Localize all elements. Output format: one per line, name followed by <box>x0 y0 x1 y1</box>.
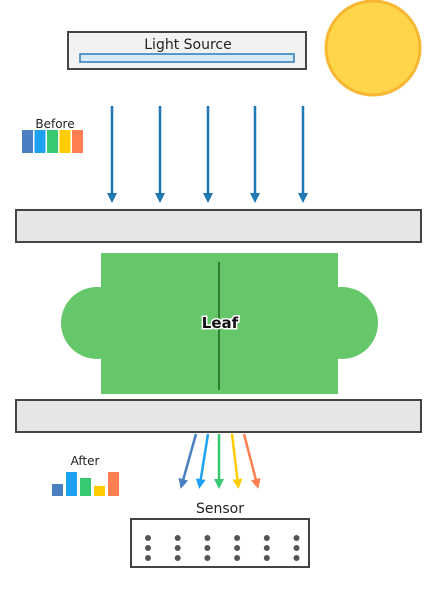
leaf-label: Leaf <box>202 314 239 332</box>
sensor-dot <box>293 545 300 551</box>
after-spectrum: After <box>52 454 119 496</box>
before-spectrum-bar-5 <box>72 130 83 153</box>
after-spectrum-bar-5 <box>108 472 119 496</box>
lamp-tube <box>79 53 295 63</box>
sensor-dot <box>204 555 211 561</box>
transmitted-arrow-4 <box>230 433 243 489</box>
top-glass-plate <box>15 209 422 243</box>
after-spectrum-bar-1 <box>52 484 63 496</box>
after-spectrum-bar-2 <box>66 472 77 496</box>
before-label: Before <box>35 117 74 131</box>
before-spectrum-bar-1 <box>22 130 33 153</box>
sensor-dot <box>174 555 181 561</box>
bottom-glass-plate <box>15 399 422 433</box>
sensor-dot <box>204 535 211 541</box>
sun-icon <box>324 0 422 97</box>
sensor: Sensor <box>130 501 310 568</box>
sensor-dot <box>174 545 181 551</box>
sensor-dot <box>174 535 181 541</box>
transmitted-arrow-5 <box>242 433 261 489</box>
sensor-dot <box>234 545 241 551</box>
leaf-sample: Leaf <box>61 253 378 394</box>
sensor-dot <box>293 535 300 541</box>
light-source-box <box>67 31 307 70</box>
light-source: Light Source <box>67 31 307 70</box>
after-label: After <box>71 454 100 468</box>
transmitted-light-arrows <box>178 433 261 489</box>
sensor-box <box>130 518 310 568</box>
after-spectrum-bar-3 <box>80 478 91 496</box>
transmitted-arrow-1 <box>178 433 198 489</box>
sensor-dot <box>234 555 241 561</box>
sensor-dot <box>145 535 151 541</box>
sensor-dot <box>234 535 241 541</box>
before-spectrum-bar-3 <box>47 130 58 153</box>
transmitted-arrow-2 <box>195 433 210 489</box>
sensor-dot <box>145 555 151 561</box>
light-source-label: Light Source <box>144 37 231 53</box>
sensor-dot <box>263 555 270 561</box>
after-spectrum-bar-4 <box>94 485 105 496</box>
after-spectrum-bars <box>52 472 119 496</box>
before-spectrum-bars <box>22 130 83 153</box>
incoming-light-arrows <box>107 106 308 203</box>
sensor-label: Sensor <box>196 501 244 517</box>
sensor-dot <box>263 535 270 541</box>
sensor-dot <box>204 545 211 551</box>
before-spectrum-bar-4 <box>59 130 71 153</box>
before-spectrum-bar-2 <box>34 130 46 153</box>
sensor-pixel-grid <box>145 535 300 561</box>
before-spectrum: Before <box>22 117 83 153</box>
sensor-dot <box>293 555 300 561</box>
sensor-dot <box>263 545 270 551</box>
sensor-dot <box>145 545 151 551</box>
